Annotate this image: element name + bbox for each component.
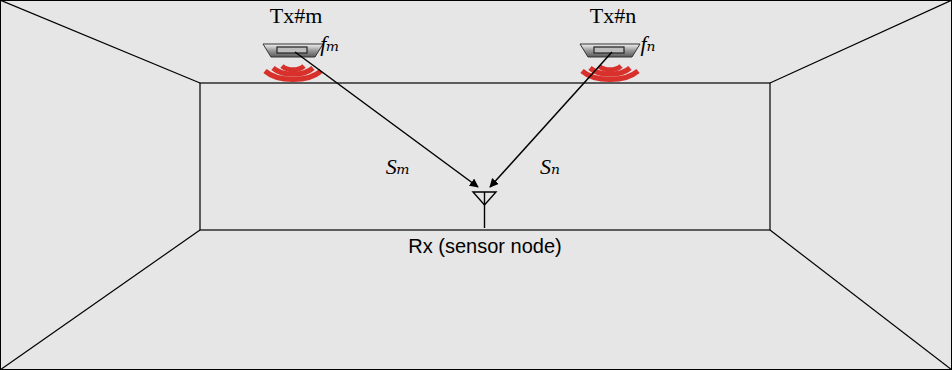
transmitter-n [580,44,640,79]
back-wall [200,83,770,230]
signal-path-m [295,52,478,187]
frequency-label: fₙ [640,33,655,55]
signal-label: Sₙ [540,156,560,178]
antenna-symbol [473,192,496,228]
transmitter-name: Tx#n [590,5,636,27]
frequency-label: fₘ [320,33,340,55]
transmitter-m [263,44,323,79]
signal-path-n [490,52,612,187]
receiver-label: Rx (sensor node) [408,236,561,256]
transmitter-name: Tx#m [270,5,323,27]
signal-label: Sₘ [386,156,411,178]
